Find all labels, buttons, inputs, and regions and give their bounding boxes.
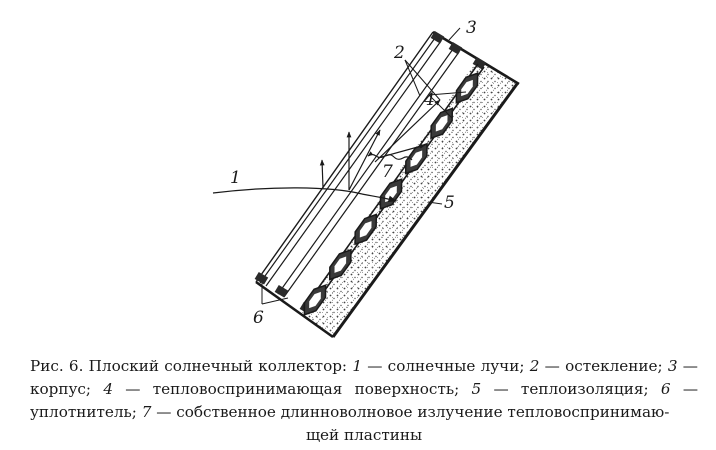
label-radiation: 7 bbox=[382, 162, 393, 182]
caption-item-7-num: 7 bbox=[141, 403, 152, 421]
absorber-tube-bore bbox=[359, 221, 372, 238]
absorber-tube-bore bbox=[435, 115, 448, 132]
caption-item-2-text: — остекление; bbox=[539, 357, 668, 375]
glazing-panes bbox=[259, 37, 460, 298]
caption-last-line: щей пластины bbox=[305, 426, 423, 444]
absorber-tube-bore bbox=[410, 150, 423, 167]
label-seal: 6 bbox=[253, 308, 264, 328]
caption-item-3-num: 3 bbox=[667, 357, 678, 375]
caption-item-6-num: 6 bbox=[660, 380, 671, 398]
absorber-tube-bore bbox=[334, 256, 347, 273]
caption-item-3-text: — корпус; bbox=[30, 357, 698, 398]
caption-item-2-num: 2 bbox=[529, 357, 540, 375]
caption-item-5-num: 5 bbox=[471, 380, 482, 398]
insulation-layer bbox=[301, 60, 517, 337]
label-insulation: 5 bbox=[444, 193, 455, 213]
caption-item-4-num: 4 bbox=[103, 380, 113, 398]
solar-collector-diagram: 1 2 3 4 5 6 7 bbox=[212, 18, 520, 339]
collector-housing bbox=[255, 30, 520, 339]
caption-item-1-text: — солнечные лучи; bbox=[361, 357, 530, 375]
leader-lines bbox=[261, 27, 467, 305]
label-glazing: 2 bbox=[393, 43, 405, 63]
caption-item-1-num: 1 bbox=[352, 357, 362, 375]
caption-item-6-text: — уплотнитель; bbox=[30, 380, 699, 421]
figure-caption: Рис. 6. Плоский солнечный коллектор: 1 —… bbox=[30, 355, 698, 447]
label-housing: 3 bbox=[466, 18, 477, 38]
solar-rays bbox=[212, 99, 441, 203]
label-rays: 1 bbox=[230, 168, 241, 188]
absorber-tube-bore bbox=[309, 291, 321, 309]
caption-item-4-text: — тепловоспринимающая поверхность; bbox=[113, 380, 472, 398]
longwave-radiation bbox=[367, 151, 413, 161]
label-absorber: 4 bbox=[423, 90, 435, 110]
caption-item-5-text: — теплоизоляция; bbox=[481, 380, 661, 398]
caption-prefix: Рис. 6. Плоский солнечный коллектор: bbox=[30, 357, 353, 375]
caption-item-7-text: — собственное длинноволновое излучение т… bbox=[151, 403, 670, 421]
